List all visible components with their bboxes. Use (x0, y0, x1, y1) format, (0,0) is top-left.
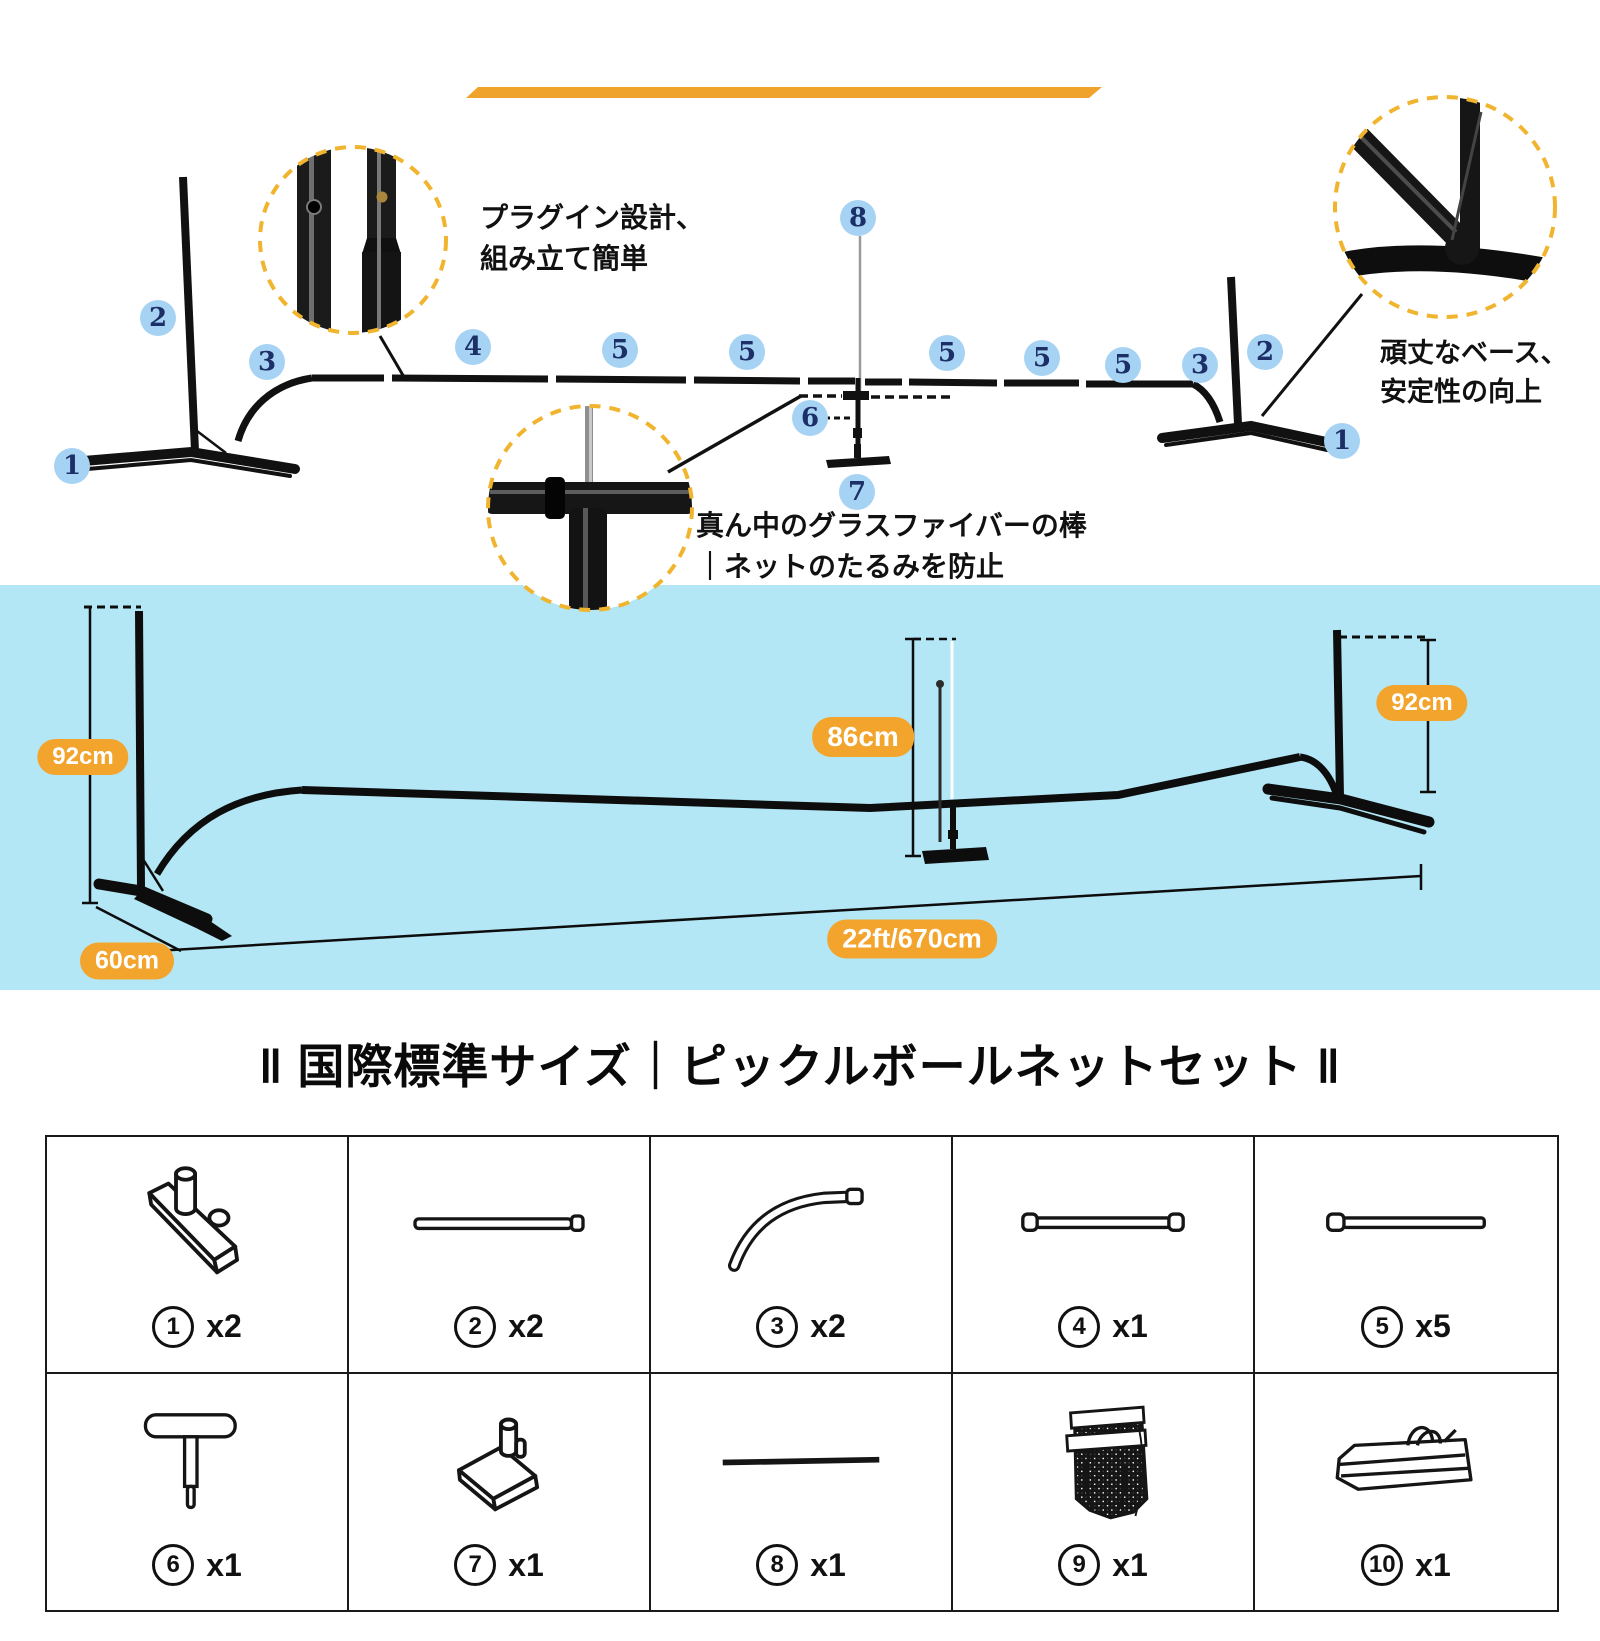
sturdy-annotation-line1: 頑丈なベース、 (1380, 338, 1568, 368)
part-quantity: x2 (206, 1308, 242, 1344)
part-number-marker-7: 7 (839, 474, 875, 510)
part-label: 8 x1 (651, 1544, 951, 1586)
part-icon-wrap (349, 1388, 649, 1539)
page-title: ‖ 国際標準サイズ｜ピックルボールネットセット ‖ (258, 1040, 1342, 1093)
parts-table-cell-9: 9 x1 (953, 1373, 1255, 1610)
part-number-marker-8: 8 (840, 200, 876, 236)
dimension-diagram-lines (82, 605, 1436, 953)
part-label: 9 x1 (953, 1544, 1253, 1586)
part-icon-wrap (1255, 1151, 1557, 1301)
plugin-callout-circle (258, 145, 448, 378)
part-circled-number: 9 (1058, 1544, 1101, 1586)
sturdy-base-callout-circle (1260, 95, 1557, 417)
rod-annotation-line2: ｜ネットのたるみを防止 (696, 550, 1005, 582)
part-quantity: x1 (1112, 1546, 1148, 1583)
part-circled-number: 3 (756, 1305, 799, 1348)
center-rod-annotation: 真ん中のグラスファイバーの棒 ｜ネットのたるみを防止 (696, 506, 1087, 587)
parts-table-cell-1: 1 x2 (47, 1137, 349, 1374)
part-label: 3 x2 (651, 1305, 951, 1348)
part-circled-number: 8 (756, 1544, 799, 1586)
part-label: 1 x2 (47, 1305, 347, 1348)
part-circled-number: 6 (152, 1544, 195, 1586)
sturdy-base-annotation: 頑丈なベース、 安定性の向上 (1380, 334, 1568, 412)
part-label: 10 x1 (1255, 1544, 1557, 1586)
tjoint-callout-circle (486, 394, 802, 612)
parts-table-cell-4: 4 x1 (953, 1137, 1255, 1374)
net-part-icon (1065, 1405, 1149, 1520)
part-label: 7 x1 (349, 1544, 649, 1586)
part-label: 4 x1 (953, 1305, 1253, 1348)
dimension-label: 92cm (37, 739, 129, 775)
part-number-marker-1: 1 (54, 448, 90, 484)
part-number-marker-3: 3 (1182, 347, 1218, 383)
center-base-part-icon (456, 1417, 540, 1512)
part-number-marker-5: 5 (1024, 340, 1060, 376)
part-icon-wrap (1255, 1388, 1557, 1539)
parts-table-cell-3: 3 x2 (651, 1137, 953, 1374)
part-quantity: x1 (1112, 1308, 1148, 1344)
part-label: 2 x2 (349, 1305, 649, 1348)
part-number-marker-5: 5 (729, 334, 765, 370)
part-quantity: x2 (810, 1308, 846, 1344)
part-icon-wrap (953, 1151, 1253, 1301)
part-number-marker-2: 2 (140, 300, 176, 336)
part-number-marker-6: 6 (792, 400, 828, 436)
part-number-marker-3: 3 (249, 344, 285, 380)
parts-table-cell-5: 5 x5 (1255, 1137, 1557, 1374)
dimension-band-background (0, 585, 1600, 990)
part-quantity: x1 (1415, 1546, 1451, 1583)
pole-part-icon (413, 1213, 585, 1232)
rod-annotation-line1: 真ん中のグラスファイバーの棒 (696, 510, 1087, 541)
part-circled-number: 5 (1361, 1305, 1404, 1348)
part-number-marker-5: 5 (602, 332, 638, 368)
part-quantity: x1 (206, 1546, 242, 1583)
plugin-annotation-line2: 組み立て簡単 (480, 242, 649, 274)
part-label: 6 x1 (47, 1544, 347, 1586)
base-part-icon (147, 1165, 239, 1274)
carry-bag-part-icon (1335, 1425, 1473, 1491)
dimension-label: 60cm (80, 942, 174, 980)
part-quantity: x5 (1415, 1308, 1451, 1344)
part-circled-number: 7 (454, 1544, 497, 1586)
part-quantity: x1 (508, 1546, 544, 1583)
top-accent-bar (466, 87, 1102, 98)
parts-table-cell-8: 8 x1 (651, 1373, 953, 1610)
t-support-part-icon (143, 1413, 237, 1509)
part-icon-wrap (651, 1151, 951, 1301)
fiberglass-rod-part-icon (722, 1456, 880, 1466)
part-number-marker-5: 5 (1105, 347, 1141, 383)
part-circled-number: 4 (1058, 1305, 1101, 1348)
parts-table-cell-6: 6 x1 (47, 1373, 349, 1610)
parts-table-cell-7: 7 x1 (349, 1373, 651, 1610)
top-diagram-lines (55, 176, 1336, 478)
part-circled-number: 2 (454, 1305, 497, 1348)
part-number-marker-5: 5 (929, 335, 965, 371)
part-icon-wrap (47, 1151, 347, 1301)
part-icon-wrap (651, 1388, 951, 1539)
part-number-marker-1: 1 (1324, 423, 1360, 459)
part-circled-number: 1 (152, 1305, 195, 1348)
sturdy-annotation-line2: 安定性の向上 (1380, 377, 1542, 408)
parts-table-cell-2: 2 x2 (349, 1137, 651, 1374)
part-icon-wrap (47, 1388, 347, 1539)
parts-table-cell-10: 10 x1 (1255, 1374, 1557, 1611)
part-quantity: x2 (508, 1308, 544, 1344)
plugin-annotation: プラグイン設計、 組み立て簡単 (480, 198, 704, 279)
part-icon-wrap (349, 1151, 649, 1301)
part-icon-wrap (953, 1388, 1253, 1539)
part-label: 5 x5 (1255, 1305, 1557, 1348)
parts-list-table: 1 x2 2 x2 3 x2 4 x1 5 x5 6 (45, 1135, 1559, 1612)
curved-pole-part-icon (727, 1187, 864, 1272)
pole-two-couplers-part-icon (1021, 1212, 1185, 1232)
dimension-label: 86cm (812, 717, 914, 757)
part-quantity: x1 (810, 1546, 846, 1583)
dimension-label: 92cm (1376, 685, 1468, 721)
part-circled-number: 10 (1361, 1544, 1404, 1586)
pole-one-coupler-part-icon (1326, 1212, 1486, 1232)
plugin-annotation-line1: プラグイン設計、 (480, 202, 705, 233)
part-number-marker-4: 4 (455, 329, 491, 365)
part-number-marker-2: 2 (1247, 334, 1283, 370)
dimension-label: 22ft/670cm (827, 919, 997, 959)
